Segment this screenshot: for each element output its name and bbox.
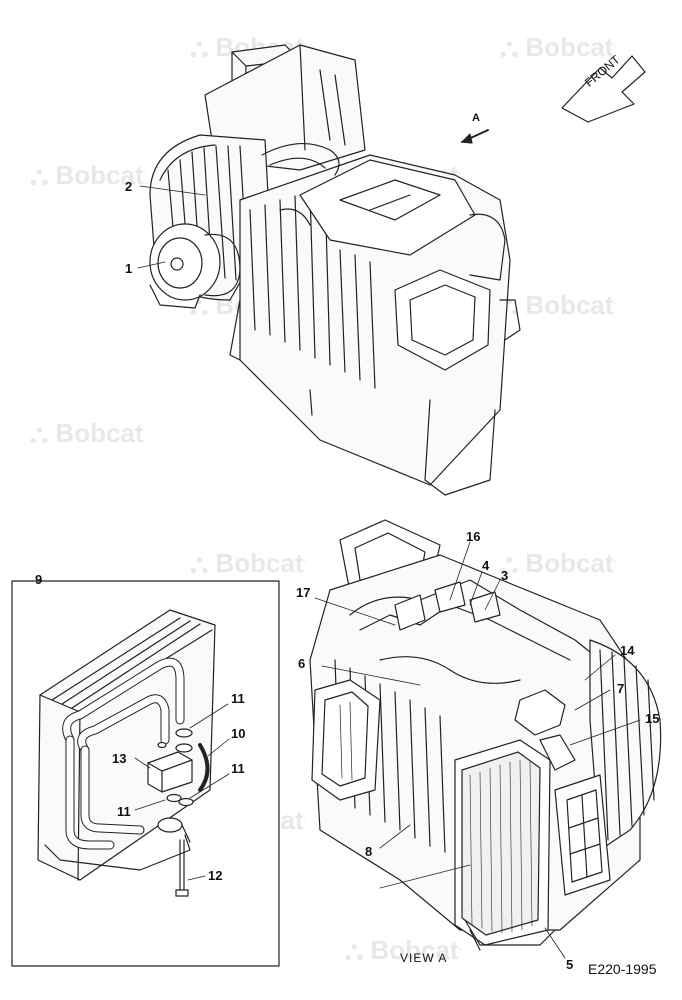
callout-1: 1 [125, 261, 133, 276]
watermark-logo: ⛬ Bobcat. [345, 935, 462, 965]
callout-9: 9 [35, 572, 43, 587]
callout-5: 5 [566, 957, 574, 972]
callout-14: 14 [620, 643, 635, 658]
callout-4: 4 [482, 558, 490, 573]
callout-11b: 11 [231, 761, 245, 776]
hvac-unit-top-view [149, 44, 521, 496]
callout-3: 3 [501, 568, 509, 583]
watermark-logo: ⛬ Bobcat. [190, 548, 307, 578]
front-arrow [561, 55, 646, 123]
callout-16: 16 [466, 529, 481, 544]
view-a-caption: VIEW A [400, 951, 448, 965]
hvac-unit-view-a [309, 519, 662, 959]
callout-12: 12 [208, 868, 223, 883]
callout-15: 15 [645, 711, 660, 726]
watermark-logo: ⛬ Bobcat. [500, 548, 617, 578]
leader-line-1 [137, 261, 166, 269]
callout-6: 6 [298, 656, 306, 671]
view-a-arrow [461, 129, 489, 144]
detail-box [11, 580, 280, 967]
callout-17: 17 [296, 585, 311, 600]
callout-11c: 11 [117, 804, 131, 819]
figure-code: E220-1995 [588, 961, 657, 977]
callout-13: 13 [112, 751, 127, 766]
callout-7: 7 [617, 681, 625, 696]
leader-line-2 [139, 185, 206, 196]
callout-10: 10 [231, 726, 246, 741]
view-arrow-label: A [472, 112, 480, 124]
watermark-logo: ⛬ Bobcat. [30, 160, 147, 190]
callout-8: 8 [365, 844, 373, 859]
watermark-logo: ⛬ Bobcat. [500, 290, 617, 320]
watermark-logo: ⛬ Bobcat. [30, 418, 147, 448]
watermark-logo: ⛬ Bobcat. [500, 32, 617, 62]
callout-2: 2 [125, 179, 133, 194]
callout-11a: 11 [231, 691, 245, 706]
